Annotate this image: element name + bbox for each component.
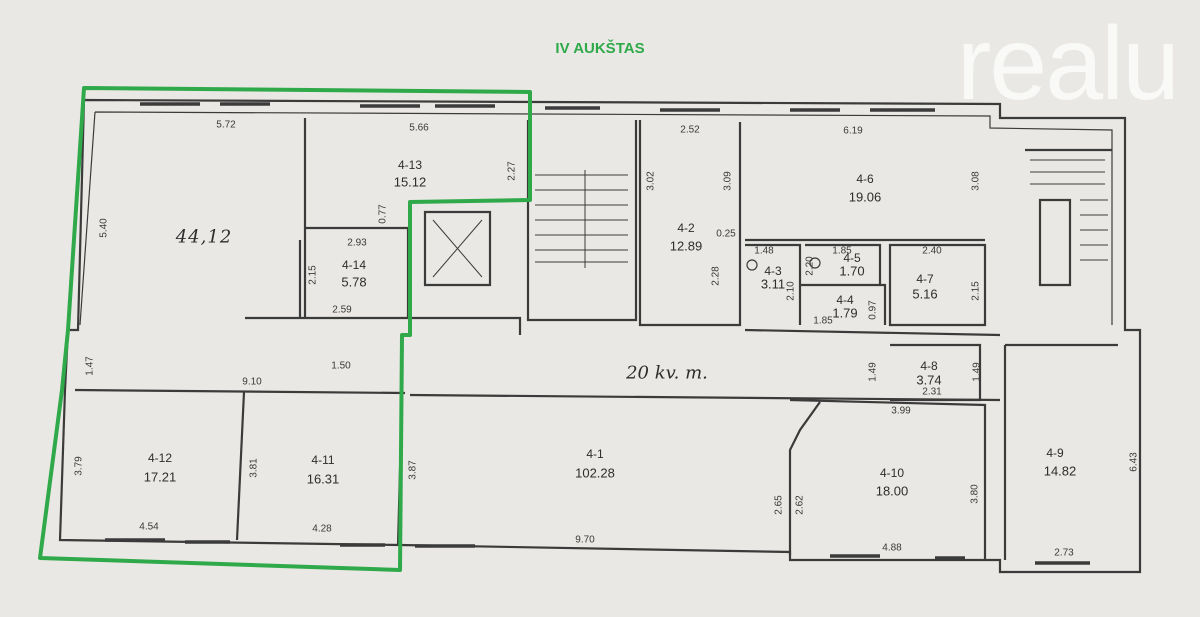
dimension-label: 2.31 [922, 386, 942, 398]
dimension-label: 2.15 [307, 265, 319, 285]
room-label-area: 14.82 [1043, 463, 1077, 479]
dimension-label: 1.48 [754, 245, 774, 257]
dimension-label: 1.47 [84, 356, 96, 376]
room-label-number: 4-7 [916, 272, 934, 286]
toilet-icon [746, 259, 758, 271]
elevator-shaft [423, 210, 492, 287]
room-label-number: 4-12 [147, 451, 173, 465]
wall-47 [888, 243, 987, 327]
watermark-logo: realu [956, 6, 1180, 122]
dimension-label: 2.27 [506, 161, 518, 181]
dimension-label: 2.40 [922, 245, 942, 257]
dimension-label: 3.79 [73, 456, 85, 476]
dimension-label: 1.85 [832, 245, 852, 257]
dimension-label: 6.43 [1128, 452, 1140, 472]
dimension-label: 3.09 [722, 171, 734, 191]
dimension-label: 2.73 [1054, 547, 1074, 559]
dimension-label: 4.54 [139, 521, 159, 533]
dimension-label: 9.10 [242, 376, 262, 388]
stair-steps [535, 170, 628, 268]
dimension-label: 3.81 [248, 458, 260, 478]
room-label-number: 4-13 [397, 158, 423, 172]
dimension-label: 2.52 [680, 124, 700, 136]
dimension-label: 0.77 [377, 204, 389, 224]
dimension-label: 5.72 [216, 119, 236, 131]
room-label-area: 1.79 [832, 305, 858, 321]
wall-410 [788, 398, 987, 560]
dimension-label: 2.93 [347, 237, 367, 249]
walls [58, 98, 1142, 574]
dimension-label: 4.28 [312, 523, 332, 535]
room-label-number: 4-1 [586, 447, 604, 461]
room-label-area: 3.11 [760, 276, 786, 292]
room-label-number: 4-11 [311, 453, 335, 467]
room-label-area: 15.12 [393, 174, 427, 190]
dimension-label: 1.49 [971, 362, 983, 382]
dimension-label: 2.65 [773, 495, 785, 515]
wall-left-bottom [245, 316, 522, 335]
wall-wc [745, 243, 887, 325]
dimension-label: 5.66 [409, 122, 429, 134]
room-label-area: 12.89 [669, 238, 703, 254]
dimension-label: 2.20 [804, 256, 816, 276]
dimension-label: 3.99 [891, 405, 911, 417]
wall-412-411 [235, 391, 246, 541]
dimension-label: 1.50 [331, 360, 351, 372]
dimension-label: 2.10 [785, 281, 797, 301]
dimension-label: 3.80 [969, 484, 981, 504]
room-label-number: 4-4 [836, 293, 854, 307]
windows [105, 102, 1090, 565]
room-label-area: 5.78 [341, 274, 367, 290]
room-label-area: 18.00 [875, 483, 909, 499]
room-label-area: 3.74 [916, 372, 942, 388]
dimension-label: 9.70 [575, 534, 595, 546]
room-label-area: 1.70 [839, 263, 865, 279]
corridor-label: 20 kv. m. [626, 362, 708, 384]
dimension-label: 2.28 [710, 266, 722, 286]
dimension-label: 1.85 [813, 315, 833, 327]
dimension-label: 0.25 [716, 228, 736, 240]
room-label-number: 4-8 [920, 359, 938, 373]
dimension-label: 2.62 [794, 495, 806, 515]
room-label-number: 4-9 [1046, 446, 1064, 460]
wall-corridor-top [744, 328, 1001, 337]
dimension-label: 3.08 [970, 171, 982, 191]
wall-corridor-bottom [409, 393, 1001, 402]
room-label-area: 5.16 [912, 286, 938, 302]
dimension-label: 3.87 [407, 460, 419, 480]
dimension-label: 2.59 [332, 304, 352, 316]
room-label-number: 4-2 [677, 221, 695, 235]
outer-wall-inner [79, 111, 1113, 326]
wall-42-right [638, 120, 742, 327]
stair-left [526, 120, 638, 322]
dimension-label: 5.40 [98, 218, 110, 238]
wall-corridor-top-left [74, 388, 406, 395]
wall-49 [1003, 343, 1118, 560]
dimension-label: 2.15 [970, 281, 982, 301]
dimension-label: 1.49 [867, 362, 879, 382]
stair-right-steps [1030, 159, 1108, 261]
elevator-x [432, 219, 483, 278]
room-label-number: 4-3 [764, 264, 782, 278]
dimension-label: 4.88 [882, 542, 902, 554]
floor-title: IV AUKŠTAS [555, 40, 645, 57]
dimension-label: 6.19 [843, 125, 863, 137]
stair-right [1025, 148, 1112, 287]
dimension-label: 0.97 [867, 300, 879, 320]
room-label-number: 4-10 [879, 466, 905, 480]
room-label-number: 4-14 [341, 258, 367, 272]
dimension-label: 3.02 [645, 171, 657, 191]
room-label-area: 16.31 [306, 471, 340, 487]
toilet-icon [809, 257, 821, 269]
room-label-area: 17.21 [143, 469, 177, 485]
room-label-area: 102.28 [575, 465, 615, 481]
room-label-area: 19.06 [848, 189, 882, 205]
room-label-number: 4-5 [843, 251, 861, 265]
highlight-outline [38, 86, 532, 572]
room-label-number: 4-6 [856, 172, 874, 186]
room-label-area: 44,12 [175, 226, 233, 248]
